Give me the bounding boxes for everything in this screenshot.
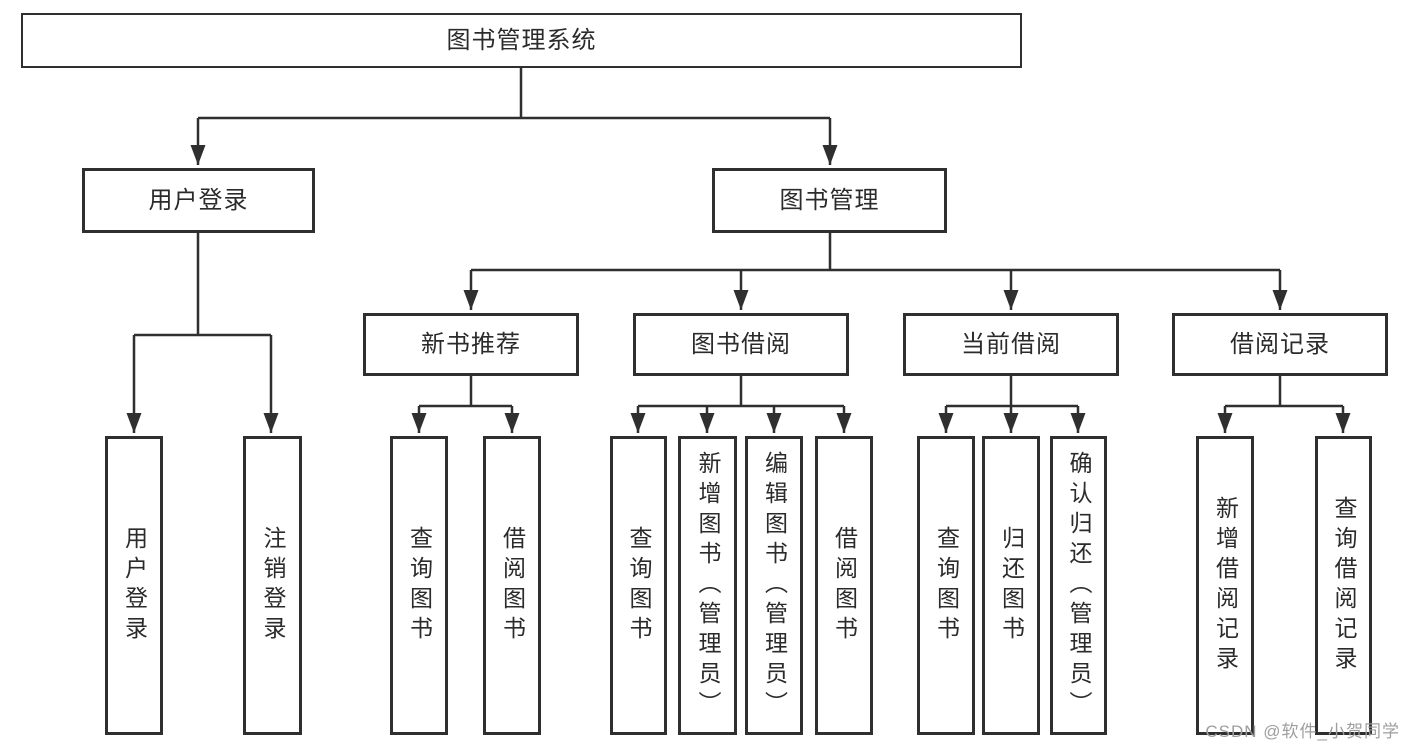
csdn-watermark: CSDN @软件_小贺同学 (1205, 722, 1400, 741)
connector-bookborrow-branch (638, 376, 844, 408)
leaf-borrow-books: 借阅图书 (815, 436, 873, 735)
connector-root-branch (198, 68, 830, 120)
leaf-add-book-admin: 新增图书（管理员） (678, 436, 737, 735)
connector-bookmgmt-branch (471, 233, 1280, 272)
leaf-add-borrow-record: 新增借阅记录 (1196, 436, 1254, 735)
connector-newbook-branch (419, 376, 512, 408)
node-current-borrow: 当前借阅 (903, 313, 1119, 376)
node-borrow-records: 借阅记录 (1172, 313, 1388, 376)
leaf-logout: 注销登录 (243, 436, 302, 735)
leaf-query-books-current: 查询图书 (917, 436, 975, 735)
leaf-user-login: 用户登录 (105, 436, 163, 735)
node-user-login: 用户登录 (82, 168, 315, 233)
leaf-borrow-books-recommend: 借阅图书 (483, 436, 541, 735)
node-new-book-recommend: 新书推荐 (363, 313, 579, 376)
node-library-system: 图书管理系统 (21, 13, 1022, 68)
leaf-query-books-recommend: 查询图书 (390, 436, 448, 735)
connector-curborrow-branch (946, 376, 1078, 408)
leaf-return-book: 归还图书 (982, 436, 1040, 735)
leaf-query-borrow-record: 查询借阅记录 (1315, 436, 1372, 735)
connector-records-branch (1225, 376, 1343, 408)
node-book-management: 图书管理 (712, 168, 947, 233)
leaf-query-books-borrow: 查询图书 (610, 436, 667, 735)
connector-userlogin-branch (134, 233, 271, 337)
leaf-edit-book-admin: 编辑图书（管理员） (745, 436, 803, 735)
node-book-borrow: 图书借阅 (633, 313, 849, 376)
leaf-confirm-return-admin: 确认归还（管理员） (1050, 436, 1107, 735)
